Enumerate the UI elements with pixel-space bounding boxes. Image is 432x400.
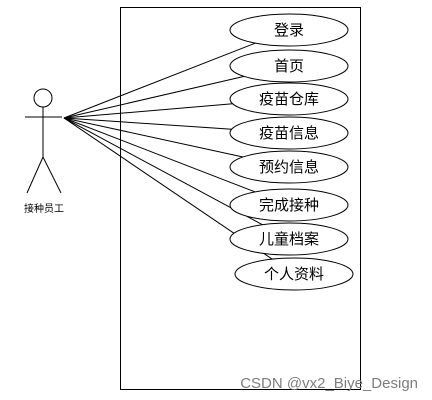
use-case-complete-vaccination: 完成接种 bbox=[229, 188, 349, 222]
actor-label: 接种员工 bbox=[24, 202, 64, 215]
use-case-label: 疫苗仓库 bbox=[259, 90, 319, 108]
actor-head bbox=[33, 88, 53, 108]
use-case-ellipse bbox=[229, 82, 349, 116]
use-case-ellipse bbox=[229, 222, 349, 256]
use-case-label: 儿童档案 bbox=[259, 230, 319, 248]
use-case-ellipse bbox=[229, 13, 349, 47]
association-line bbox=[63, 117, 244, 158]
use-case-label: 首页 bbox=[274, 57, 304, 75]
use-case-personal-profile: 个人资料 bbox=[234, 257, 354, 291]
watermark: CSDN @vx2_Biye_Design bbox=[240, 375, 418, 392]
use-case-label: 个人资料 bbox=[264, 265, 324, 283]
use-case-label: 登录 bbox=[274, 21, 304, 39]
association-lines bbox=[63, 42, 273, 260]
use-case-label: 疫苗信息 bbox=[259, 124, 319, 142]
actor-left-leg bbox=[26, 156, 44, 194]
use-case-vaccine-info: 疫苗信息 bbox=[229, 116, 349, 150]
use-case-ellipse bbox=[229, 188, 349, 222]
use-case-home: 首页 bbox=[229, 49, 349, 83]
use-case-ellipse bbox=[229, 116, 349, 150]
actor-right-leg bbox=[42, 156, 62, 194]
association-line bbox=[63, 117, 256, 193]
use-case-ellipse bbox=[229, 49, 349, 83]
use-cases: 登录 首页 疫苗仓库 疫苗信息 预约信息 完成接种 儿童档案 个人资料 bbox=[229, 13, 354, 291]
association-line bbox=[63, 103, 233, 119]
use-case-vaccine-warehouse: 疫苗仓库 bbox=[229, 82, 349, 116]
system-boundary bbox=[120, 7, 361, 390]
association-line bbox=[63, 42, 256, 119]
association-line bbox=[63, 117, 263, 226]
use-case-label: 预约信息 bbox=[259, 158, 319, 176]
use-case-appointment-info: 预约信息 bbox=[229, 150, 349, 184]
use-case-label: 完成接种 bbox=[259, 196, 319, 214]
association-line bbox=[63, 117, 232, 130]
use-case-ellipse bbox=[234, 257, 354, 291]
use-case-login: 登录 bbox=[229, 13, 349, 47]
association-line bbox=[63, 75, 245, 119]
use-case-ellipse bbox=[229, 150, 349, 184]
use-case-child-records: 儿童档案 bbox=[229, 222, 349, 256]
actor bbox=[25, 88, 62, 194]
